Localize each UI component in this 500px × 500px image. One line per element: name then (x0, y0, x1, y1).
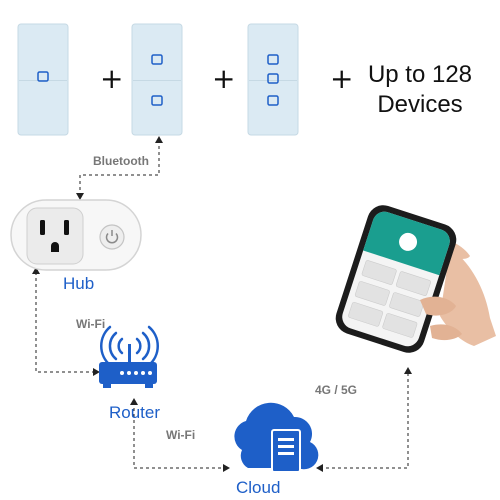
arrow-head-icon (404, 367, 412, 374)
headline: Up to 128 Devices (350, 60, 490, 120)
wifi-hub-label: Wi-Fi (76, 317, 105, 331)
cloud-server-icon (234, 403, 318, 472)
arrow-head-icon (93, 368, 100, 376)
plus-sign: + (100, 62, 123, 95)
arrow-head-icon (316, 464, 323, 472)
plus-sign: + (212, 62, 235, 95)
arrow-head-icon (76, 193, 84, 200)
arrow-head-icon (155, 136, 163, 143)
router-icon (99, 327, 158, 388)
smartphone-icon (332, 201, 496, 357)
smart-plug-icon (11, 200, 141, 270)
cloud-label: Cloud (236, 478, 280, 498)
switch-two-gang (132, 24, 182, 135)
headline-line-2: Devices (350, 90, 490, 120)
arrow-head-icon (223, 464, 230, 472)
cellular-label: 4G / 5G (315, 383, 357, 397)
switch-three-gang (248, 24, 298, 135)
wifi-cloud-label: Wi-Fi (166, 428, 195, 442)
switch-one-gang (18, 24, 68, 135)
bluetooth-connector (80, 140, 159, 196)
hub-label: Hub (63, 274, 94, 294)
headline-line-1: Up to 128 (350, 60, 490, 90)
router-label: Router (109, 403, 160, 423)
bluetooth-label: Bluetooth (93, 154, 149, 168)
